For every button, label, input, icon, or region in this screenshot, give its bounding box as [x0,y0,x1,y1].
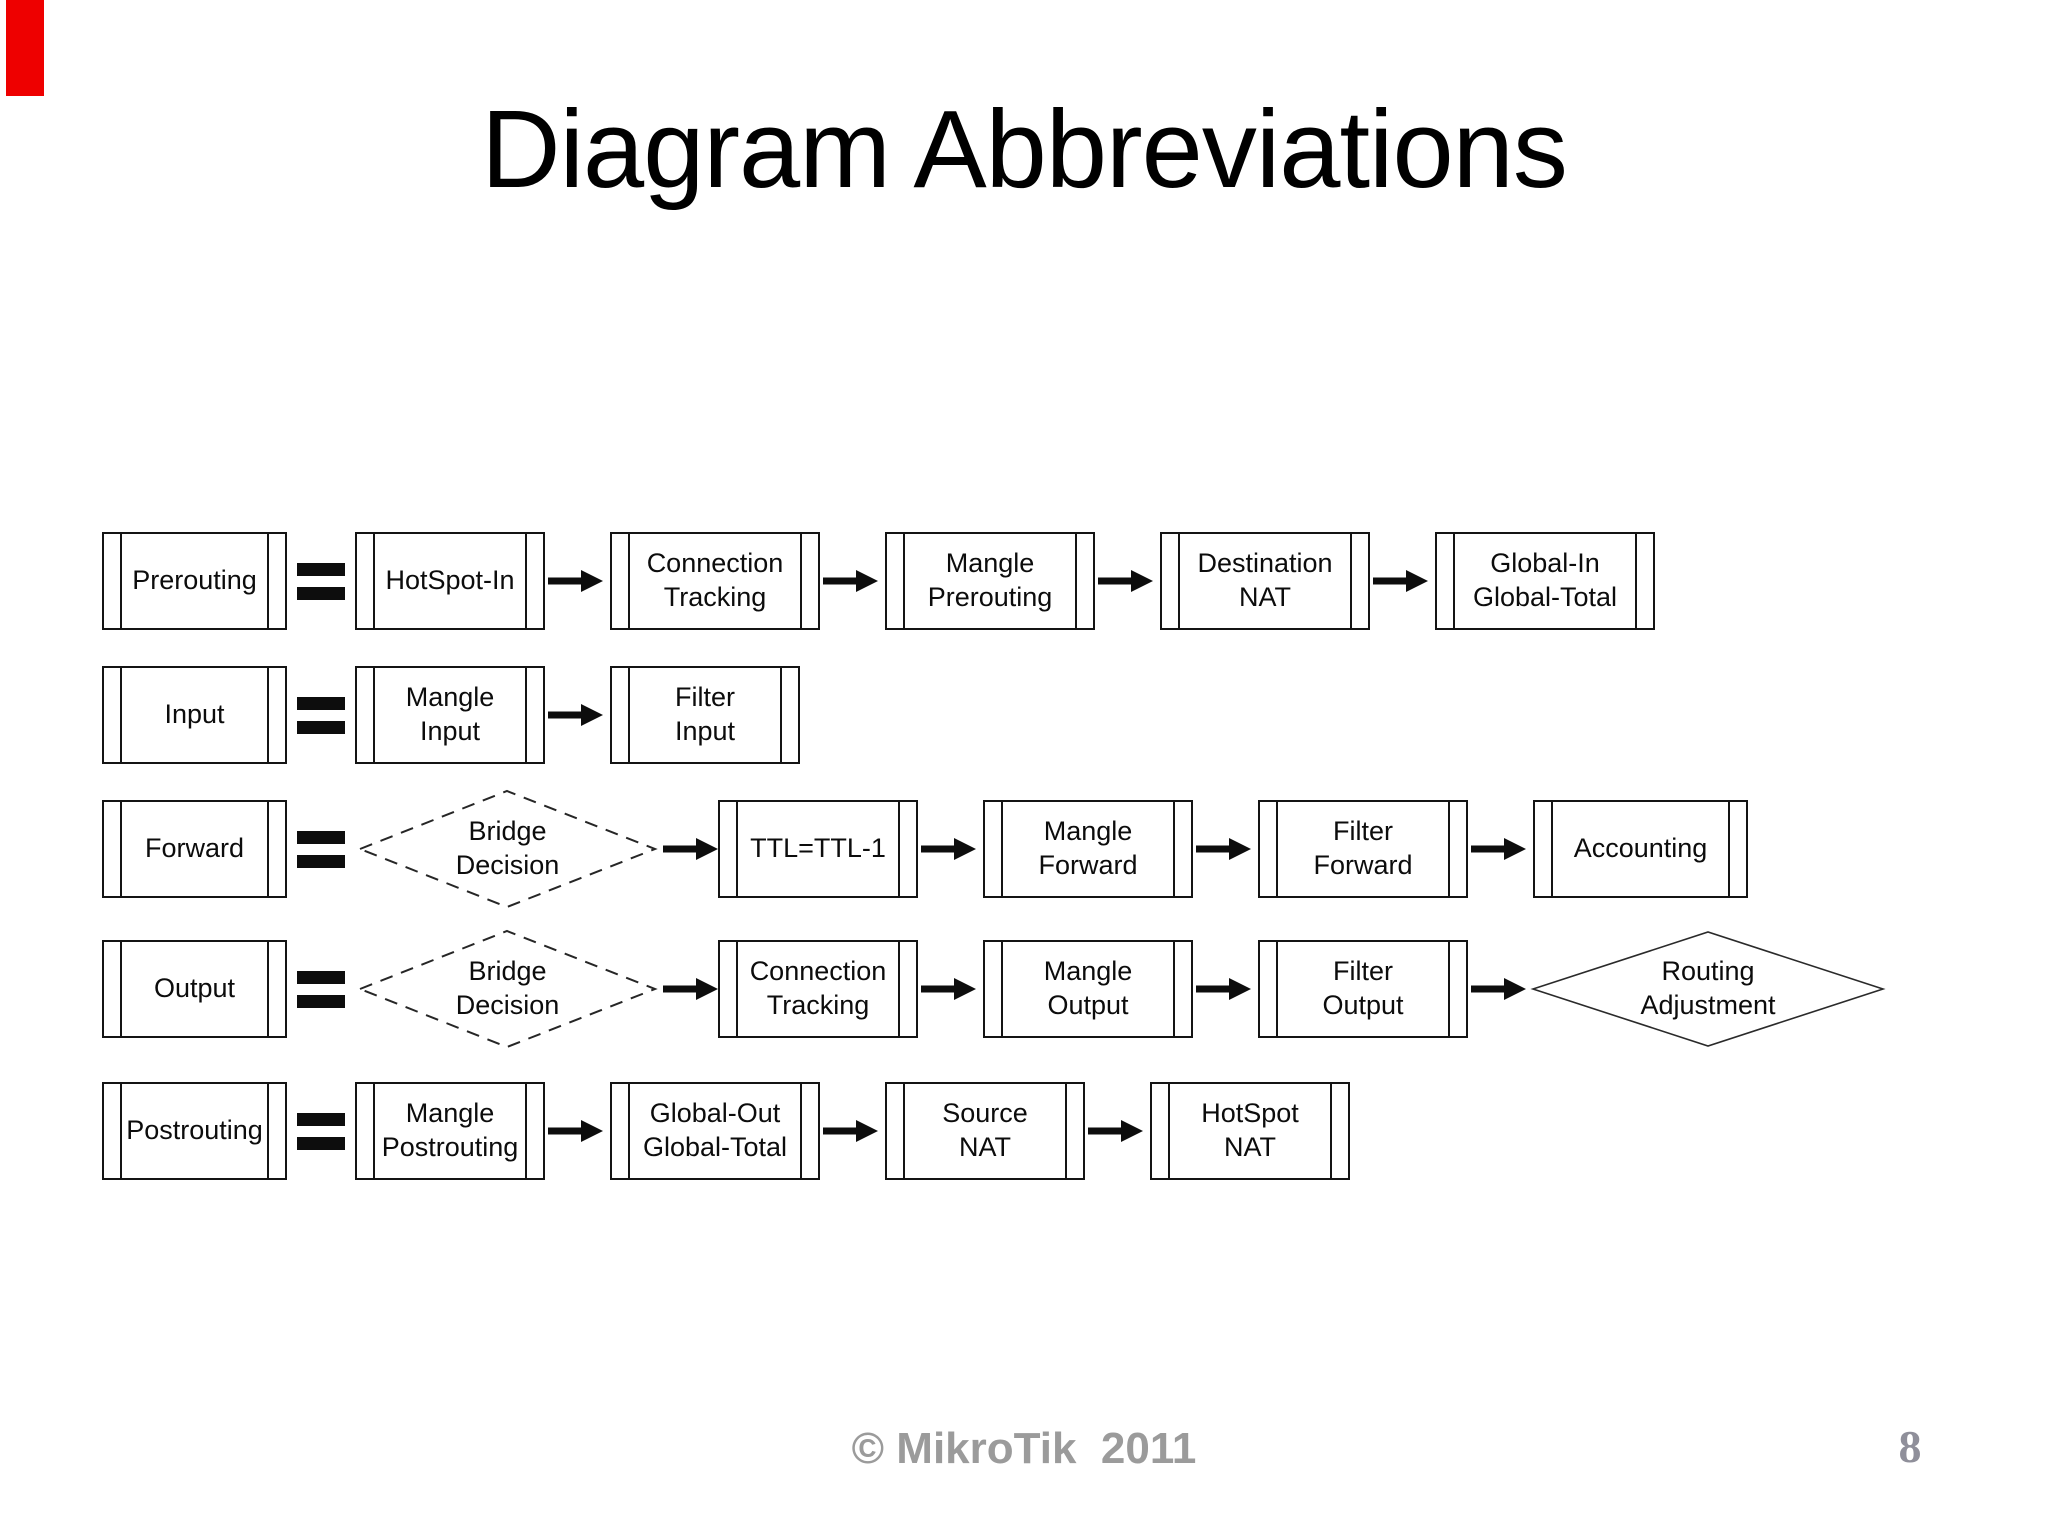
node-label: Connection Tracking [646,548,784,612]
node-label: Filter Input [674,682,736,746]
equals-icon [297,971,345,1008]
node-label: Input [164,699,225,730]
node-mangle-postrouting: Mangle Postrouting [355,1082,545,1180]
node-label: Source NAT [942,1098,1028,1162]
node-label: Bridge Decision [455,816,560,880]
node-label: Prerouting [132,565,257,596]
node-label: Filter Forward [1313,816,1413,880]
node-hotspot-in: HotSpot-In [355,532,545,630]
arrow-right-icon [823,569,878,593]
node-bridge-decision: Bridge Decision [355,784,660,914]
page-number: 8 [1898,1421,1922,1472]
node-label: Global-In Global-Total [1472,548,1618,612]
node-label: Output [153,973,236,1004]
node-bridge-decision: Bridge Decision [355,924,660,1054]
page-title: Diagram Abbreviations [481,88,1568,211]
arrow-right-icon [921,837,976,861]
node-filter-input: Filter Input [610,666,800,764]
node-label: Mangle Prerouting [927,548,1053,612]
copyright-text: © MikroTik 2011 [851,1424,1197,1473]
node-mangle-prerouting: Mangle Prerouting [885,532,1095,630]
node-label: Mangle Output [1043,956,1133,1020]
node-hotspot-nat: HotSpot NAT [1150,1082,1350,1180]
node-connection-tracking: Connection Tracking [610,532,820,630]
arrow-right-icon [1098,569,1153,593]
arrow-right-icon [548,1119,603,1143]
arrow-right-icon [1196,837,1251,861]
node-label: Accounting [1573,833,1708,864]
node-input: Input [102,666,287,764]
node-label: HotSpot-In [385,565,515,596]
node-postrouting: Postrouting [102,1082,287,1180]
node-filter-output: Filter Output [1258,940,1468,1038]
node-label: Bridge Decision [455,956,560,1020]
node-label: Forward [144,833,245,864]
node-label: Filter Output [1322,956,1404,1020]
arrow-right-icon [823,1119,878,1143]
arrow-right-icon [1373,569,1428,593]
node-label: Destination NAT [1197,548,1333,612]
node-label: Postrouting [126,1115,263,1146]
node-filter-forward: Filter Forward [1258,800,1468,898]
node-mangle-output: Mangle Output [983,940,1193,1038]
node-label: TTL=TTL-1 [750,833,886,864]
arrow-right-icon [548,569,603,593]
arrow-right-icon [921,977,976,1001]
node-mangle-input: Mangle Input [355,666,545,764]
node-destination-nat: Destination NAT [1160,532,1370,630]
node-global-out-total: Global-Out Global-Total [610,1082,820,1180]
equals-icon [297,831,345,868]
arrow-right-icon [548,703,603,727]
node-forward: Forward [102,800,287,898]
arrow-right-icon [1088,1119,1143,1143]
node-output: Output [102,940,287,1038]
node-label: HotSpot NAT [1201,1098,1299,1162]
equals-icon [297,1113,345,1150]
arrow-right-icon [1471,977,1526,1001]
node-label: Mangle Input [405,682,495,746]
arrow-right-icon [1471,837,1526,861]
node-label: Connection Tracking [749,956,887,1020]
arrow-right-icon [1196,977,1251,1001]
node-prerouting: Prerouting [102,532,287,630]
node-label: Mangle Postrouting [381,1098,519,1162]
node-label: Global-Out Global-Total [642,1098,788,1162]
node-source-nat: Source NAT [885,1082,1085,1180]
node-mangle-forward: Mangle Forward [983,800,1193,898]
node-accounting: Accounting [1533,800,1748,898]
node-connection-tracking: Connection Tracking [718,940,918,1038]
node-ttl-decrement: TTL=TTL-1 [718,800,918,898]
equals-icon [297,563,345,600]
node-label: Mangle Forward [1038,816,1138,880]
node-routing-adjustment: Routing Adjustment [1528,924,1888,1054]
arrow-right-icon [663,837,718,861]
arrow-right-icon [663,977,718,1001]
equals-icon [297,697,345,734]
node-global-in-total: Global-In Global-Total [1435,532,1655,630]
node-label: Routing Adjustment [1640,956,1776,1020]
red-corner-strip [6,0,44,96]
